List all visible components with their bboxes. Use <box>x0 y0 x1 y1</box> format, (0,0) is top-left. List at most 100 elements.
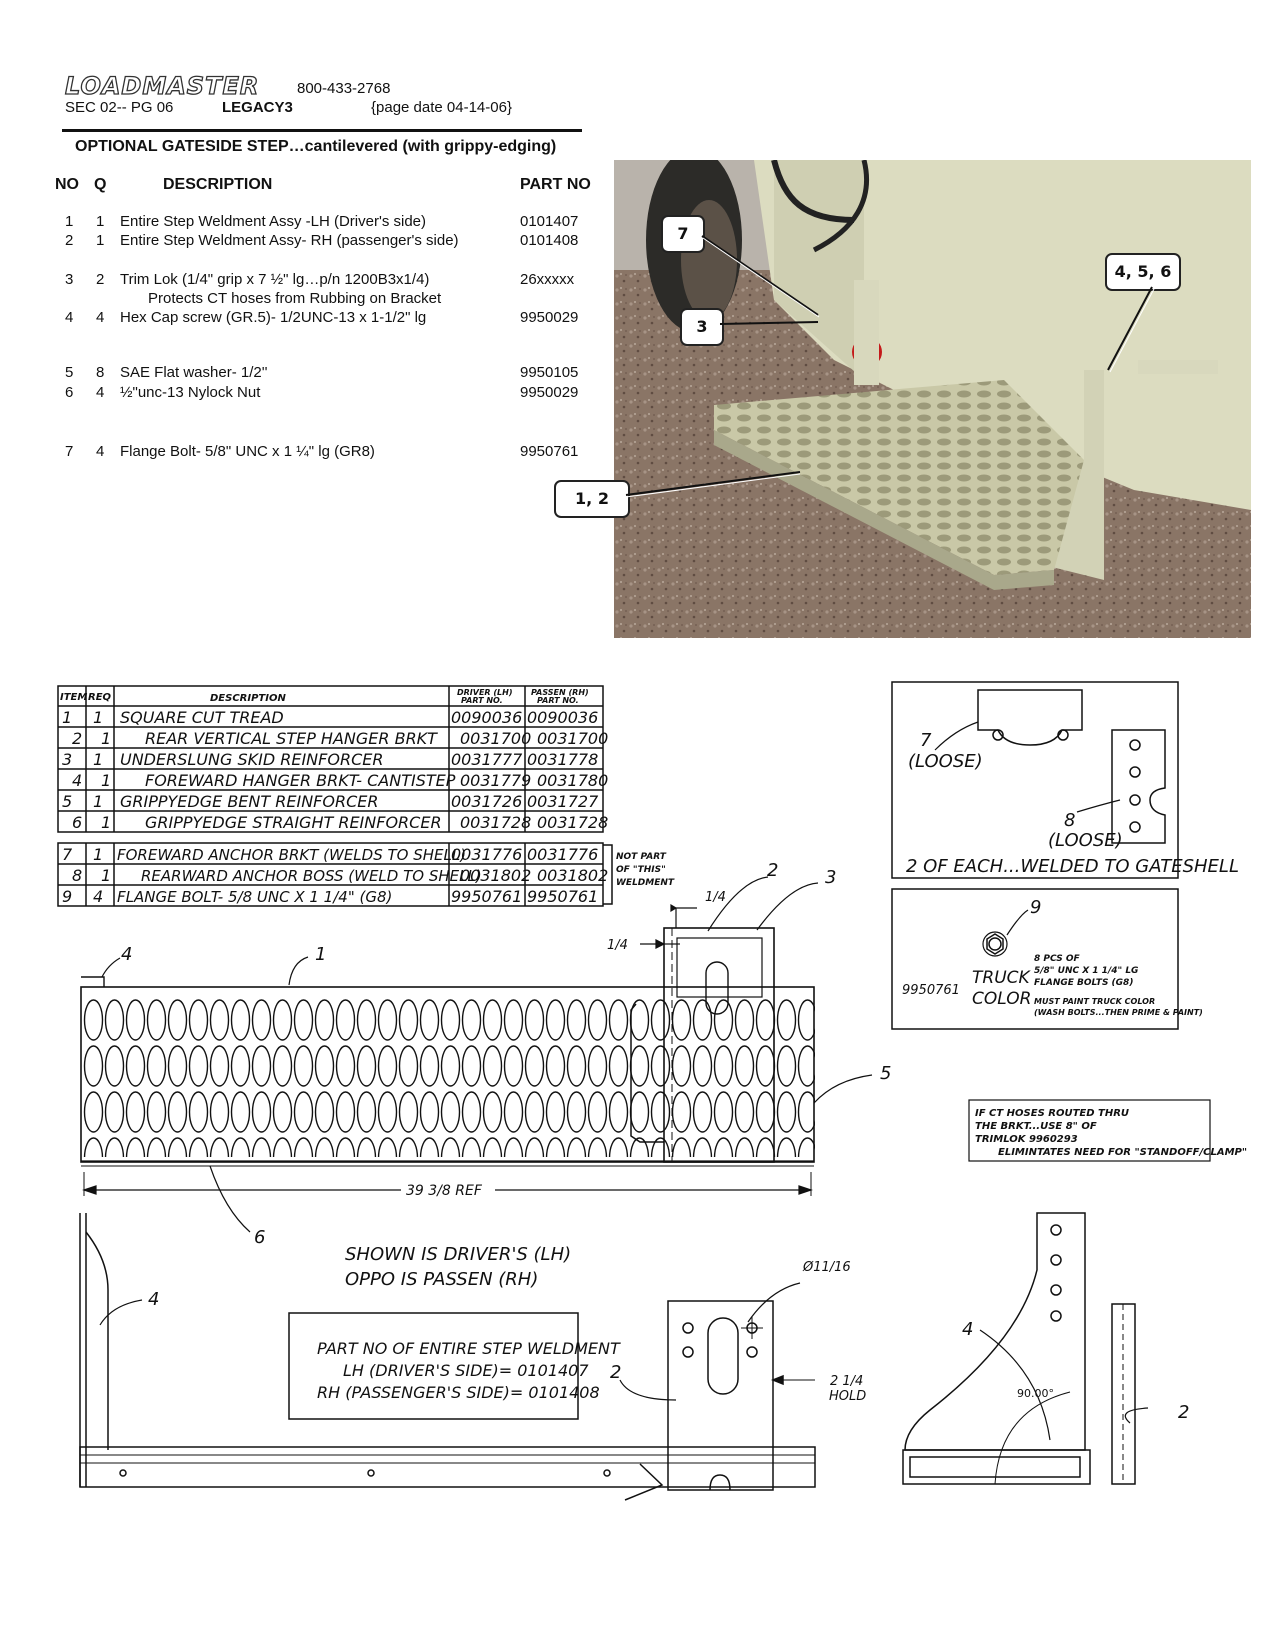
page-date: {page date 04-14-06} <box>371 99 512 116</box>
bom-row-req: 1 <box>101 866 111 885</box>
anchor-detail-box <box>891 681 1179 879</box>
engineering-drawing: ITEM REQ DESCRIPTION DRIVER (LH) PART NO… <box>57 681 1247 1501</box>
photo-callout-7: 7 <box>661 215 705 253</box>
bolt-truck-label: TRUCK <box>972 968 1032 988</box>
list-item-description: Entire Step Weldment Assy -LH (Driver's … <box>120 213 427 230</box>
weldment-note-line: PART NO OF ENTIRE STEP WELDMENT <box>317 1339 621 1358</box>
bom-row-rh: 0031802 <box>537 866 608 885</box>
list-item-q: 4 <box>96 443 105 460</box>
bolt-paint-note: MUST PAINT TRUCK COLOR <box>1034 997 1155 1006</box>
list-item-no: 4 <box>65 309 74 326</box>
bom-row-rh: 0031728 <box>537 813 608 832</box>
list-item-no: 6 <box>65 384 74 401</box>
weldment-note-line: RH (PASSENGER'S SIDE)= 0101408 <box>317 1383 600 1402</box>
list-item-q: 8 <box>96 364 105 381</box>
dim-hold-value: 2 1/4 <box>830 1374 863 1389</box>
bom-row-lh: 0031726 <box>451 792 522 811</box>
bom-row-lh: 0031700 <box>460 729 531 748</box>
step-top-view <box>80 927 815 1167</box>
bom-row-item: 6 <box>72 813 82 832</box>
section-title: OPTIONAL GATESIDE STEP…cantilevered (wit… <box>75 138 557 155</box>
bom-row-description: REARWARD ANCHOR BOSS (WELD TO SHELL) <box>141 867 482 885</box>
bolt-part-no: 9950761 <box>902 983 960 998</box>
step-side-view <box>79 1213 816 1501</box>
list-item-partno: 9950761 <box>520 443 579 460</box>
phone-number: 800-433-2768 <box>297 80 391 97</box>
bolt-label-9: 9 <box>1030 897 1041 918</box>
bom-row-description: UNDERSLUNG SKID REINFORCER <box>120 750 383 769</box>
dim-length: 39 3/8 REF <box>406 1183 483 1199</box>
drawing-label-2: 2 <box>767 860 778 881</box>
loadmaster-logo: LOADMASTER <box>64 71 260 100</box>
weldment-note-line: LH (DRIVER'S SIDE)= 0101407 <box>343 1361 589 1380</box>
anchor-label-7: 7 <box>920 730 932 751</box>
step-end-view <box>902 1212 1136 1485</box>
section-page: SEC 02-- PG 06 <box>65 99 174 116</box>
bom-row-lh: 0031777 <box>451 750 523 769</box>
shown-note: SHOWN IS DRIVER'S (LH) <box>345 1244 571 1265</box>
bom-row-description: GRIPPYEDGE STRAIGHT REINFORCER <box>145 813 442 832</box>
list-item-q: 1 <box>96 232 105 249</box>
bom-header-driver: DRIVER (LH) <box>457 688 512 697</box>
model-name: LEGACY3 <box>222 99 293 116</box>
dim-quarter-side: 1/4 <box>607 938 628 953</box>
step-installation-photo <box>614 160 1251 638</box>
bom-row-rh: 0031776 <box>527 845 598 864</box>
bom-row-description: GRIPPYEDGE BENT REINFORCER <box>120 792 378 811</box>
bom-row-lh: 0031776 <box>451 845 522 864</box>
drawing-label-1: 1 <box>315 944 326 965</box>
list-item-partno: 9950029 <box>520 384 579 401</box>
dim-hole: Ø11/16 <box>802 1260 851 1275</box>
drawing-label-2-side: 2 <box>610 1362 621 1383</box>
drawing-label-4-end: 4 <box>962 1319 973 1340</box>
list-item-partno: 9950029 <box>520 309 579 326</box>
list-item-description: SAE Flat washer- 1/2'' <box>120 364 268 381</box>
drawing-label-5: 5 <box>880 1063 891 1084</box>
bolt-pcs-note: 5/8" UNC X 1 1/4" LG <box>1034 966 1138 976</box>
not-part-note: OF "THIS" <box>616 865 666 875</box>
list-item-description: Entire Step Weldment Assy- RH (passenger… <box>120 232 459 249</box>
bom-header-passen: PASSEN (RH) <box>531 688 589 697</box>
bolt-pcs-note: 8 PCS OF <box>1034 954 1081 964</box>
bom-row-description: REAR VERTICAL STEP HANGER BRKT <box>145 729 438 748</box>
bom-row-item: 3 <box>62 750 72 769</box>
photo-callout-3: 3 <box>680 308 724 346</box>
shown-note: OPPO IS PASSEN (RH) <box>345 1269 538 1290</box>
bom-row-rh: 0031700 <box>537 729 608 748</box>
list-item-note: Protects CT hoses from Rubbing on Bracke… <box>148 290 442 307</box>
photo-callout-1-2: 1, 2 <box>554 480 630 518</box>
list-item-partno: 26xxxxx <box>520 271 575 288</box>
bom-row-req: 1 <box>101 729 111 748</box>
bom-row-item: 7 <box>62 845 73 864</box>
bom-header-driver-partno: PART NO. <box>461 696 503 705</box>
bom-row-req: 1 <box>93 750 103 769</box>
bom-row-lh: 0031779 <box>460 771 531 790</box>
drawing-label-4: 4 <box>121 944 132 965</box>
drawing-label-4-side: 4 <box>148 1289 159 1310</box>
anchor-loose-8: (LOOSE) <box>1048 830 1123 851</box>
hose-note-line: IF CT HOSES ROUTED THRU <box>975 1108 1129 1119</box>
list-item-q: 2 <box>96 271 105 288</box>
bom-row-item: 1 <box>62 708 72 727</box>
dim-hold-label: HOLD <box>829 1389 866 1404</box>
dim-quarter-top: 1/4 <box>705 890 726 905</box>
list-item-no: 2 <box>65 232 74 249</box>
not-part-note: NOT PART <box>616 852 667 862</box>
bom-row-lh: 0031728 <box>460 813 531 832</box>
hose-note-line: ELIMINTATES NEED FOR "STANDOFF/CLAMP" <box>998 1147 1247 1158</box>
bolt-detail-box <box>891 888 1179 1030</box>
bom-row-item: 8 <box>72 866 82 885</box>
anchor-label-8: 8 <box>1064 810 1075 831</box>
list-item-q: 4 <box>96 309 105 326</box>
bom-row-req: 1 <box>93 845 103 864</box>
bolt-color-label: COLOR <box>972 989 1031 1009</box>
not-part-note: WELDMENT <box>616 878 675 888</box>
col-description-header: DESCRIPTION <box>163 176 273 193</box>
list-item-no: 5 <box>65 364 74 381</box>
list-item-no: 1 <box>65 213 74 230</box>
list-item-q: 1 <box>96 213 105 230</box>
bom-row-req: 1 <box>101 813 111 832</box>
anchor-loose-7: (LOOSE) <box>908 751 983 772</box>
photo-leader-lines <box>625 235 1155 498</box>
bom-row-item: 9 <box>62 887 72 906</box>
